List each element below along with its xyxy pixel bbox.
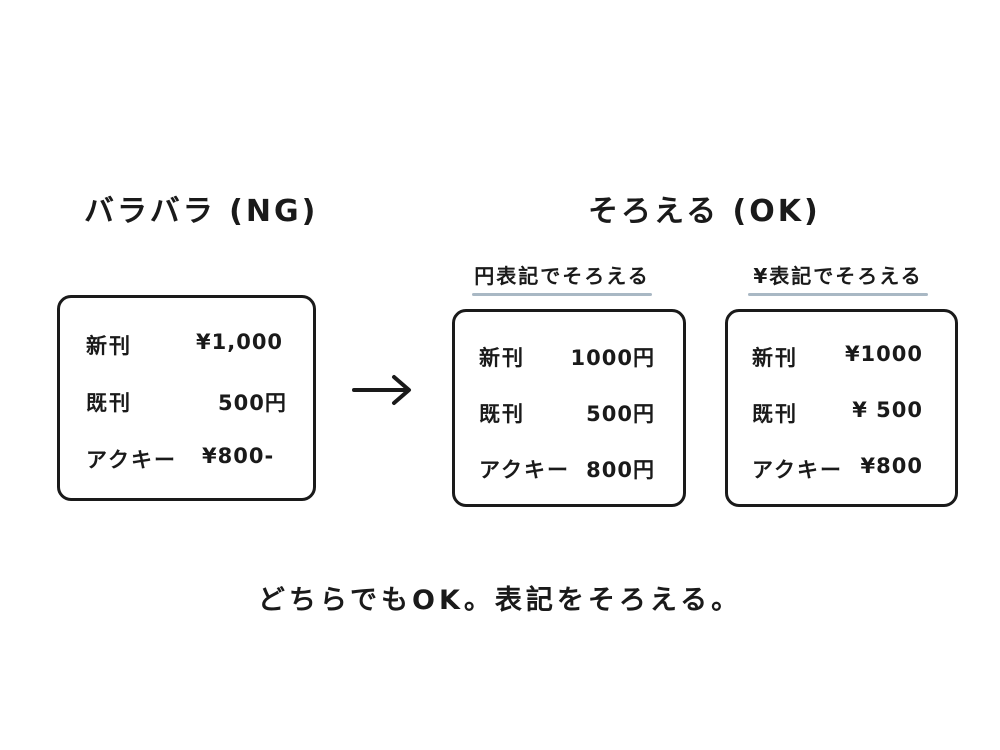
item-label: 既刊 [86, 391, 132, 415]
ok-yen-sign-box: 新刊 ¥1000 既刊 ¥ 500 アクキー ¥800 [725, 309, 958, 507]
yen-kanji-subheading: 円表記でそろえる [474, 264, 650, 288]
item-label: アクキー [752, 458, 843, 482]
item-label: 新刊 [479, 346, 525, 370]
item-label: アクキー [479, 458, 570, 482]
item-label: 新刊 [752, 346, 798, 370]
item-price: ¥1000 [844, 342, 923, 366]
ng-heading: バラバラ (NG) [84, 194, 319, 229]
ok-yen-kanji-box: 新刊 1000円 既刊 500円 アクキー 800円 [452, 309, 686, 507]
item-label: アクキー [86, 448, 177, 472]
item-price: 1000円 [570, 346, 655, 370]
ok-heading: そろえる (OK) [588, 194, 821, 229]
item-price: ¥800- [202, 444, 275, 468]
item-price: ¥1,000 [196, 330, 284, 354]
right-arrow-icon [352, 375, 411, 405]
yen-sign-underline [748, 293, 928, 296]
item-label: 既刊 [479, 402, 525, 426]
item-price: 500円 [218, 391, 287, 415]
item-price: ¥800 [860, 454, 923, 478]
item-price: 800円 [586, 458, 655, 482]
item-price: ¥ 500 [852, 398, 923, 422]
ng-price-box: 新刊 ¥1,000 既刊 500円 アクキー ¥800- [57, 295, 316, 501]
yen-sign-subheading: ¥表記でそろえる [753, 264, 923, 288]
yen-kanji-underline [472, 293, 652, 296]
item-label: 既刊 [752, 402, 798, 426]
conclusion-text: どちらでもOK。表記をそろえる。 [257, 585, 743, 616]
item-price: 500円 [586, 402, 655, 426]
item-label: 新刊 [86, 334, 132, 358]
